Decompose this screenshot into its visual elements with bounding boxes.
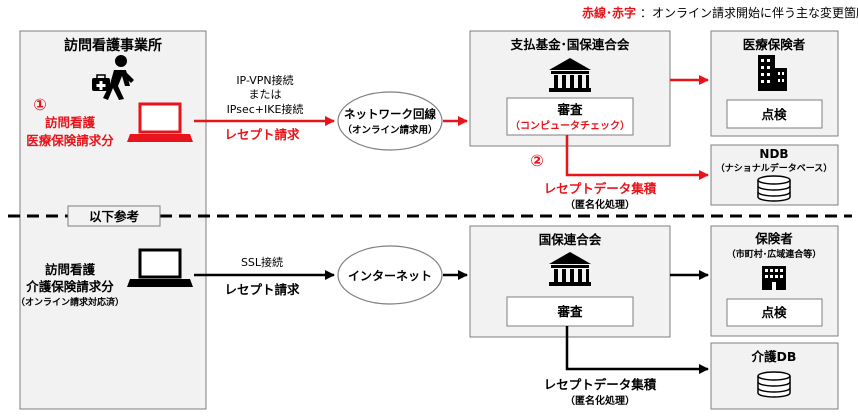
- fund-title: 支払基金･国保連合会: [510, 37, 630, 52]
- bottom-office-line1: 訪問看護: [45, 262, 96, 277]
- network-ellipse: [337, 91, 443, 151]
- arrow-fund-to-ndb: [565, 135, 709, 180]
- arrow-kokuho-to-kaigo-db: [565, 326, 709, 374]
- nurse-with-medical-bag-icon: [92, 55, 134, 100]
- internet-label: インターネット: [348, 269, 432, 283]
- bottom-connection-line1: SSL接続: [241, 255, 283, 269]
- ndb-subtitle: （ナショナルデータベース）: [716, 162, 833, 174]
- top-accumulate-line2: （匿名化処理）: [565, 198, 635, 211]
- kaigo-db-title: 介護DB: [751, 349, 797, 364]
- kokuho-title: 国保連合会: [539, 232, 602, 247]
- bottom-connection-claim: レセプト請求: [224, 282, 300, 297]
- internet-ellipse: [337, 245, 443, 305]
- insurer-title: 医療保険者: [743, 37, 806, 52]
- connection-line1: IP-VPN接続: [236, 73, 293, 87]
- insurer-check: 点検: [761, 107, 787, 122]
- legend-description: ：オンライン請求開始に伴う主な変更箇所: [640, 5, 858, 20]
- laptop-icon: [127, 248, 193, 287]
- bottom-insurer-check-box: [726, 298, 823, 327]
- bank-building-icon: [549, 252, 591, 286]
- network-line2: （オンライン請求用）: [342, 124, 437, 136]
- bottom-insurer-check: 点検: [761, 305, 787, 320]
- bottom-office-line3: （オンライン請求対応済）: [16, 296, 124, 308]
- connection-line2: または: [249, 88, 282, 101]
- kokuho-review: 審査: [556, 304, 583, 319]
- marker-1: ①: [33, 95, 47, 114]
- bottom-insurer-subtitle: （市町村･広域連合等）: [727, 248, 822, 260]
- database-icon: [757, 371, 791, 398]
- top-accumulate-line1: レセプトデータ集積: [544, 181, 657, 196]
- office-building-icon: [762, 266, 786, 290]
- connection-claim-label: レセプト請求: [224, 127, 300, 142]
- laptop-icon: [127, 102, 193, 142]
- insurer-check-box: [726, 99, 823, 129]
- ndb-title: NDB: [759, 147, 788, 161]
- database-icon: [757, 175, 791, 202]
- fund-review-box: [506, 97, 634, 136]
- marker-2: ②: [530, 151, 544, 170]
- fund-review: 審査: [556, 102, 583, 117]
- network-line1: ネットワーク回線: [344, 107, 436, 121]
- bottom-accumulate-line1: レセプトデータ集積: [544, 377, 657, 392]
- bottom-accumulate-line2: （匿名化処理）: [565, 394, 635, 407]
- legend-highlight: 赤線･赤字: [582, 5, 636, 20]
- divider-label: 以下参考: [89, 209, 139, 224]
- office-claim-line2: 医療保険請求分: [26, 133, 114, 148]
- connection-line3: IPsec+IKE接続: [227, 102, 304, 116]
- fund-review-sub: （コンピュータチェック）: [510, 119, 630, 132]
- bank-building-icon: [549, 58, 591, 92]
- kokuho-review-box: [506, 296, 634, 327]
- office-building-icon: [758, 55, 787, 91]
- office-title: 訪問看護事業所: [64, 37, 162, 54]
- bottom-insurer-title: 保険者: [754, 231, 793, 246]
- divider-label-box: [67, 205, 161, 227]
- office-claim-line1: 訪問看護: [45, 115, 96, 130]
- bottom-office-line2: 介護保険請求分: [25, 279, 114, 294]
